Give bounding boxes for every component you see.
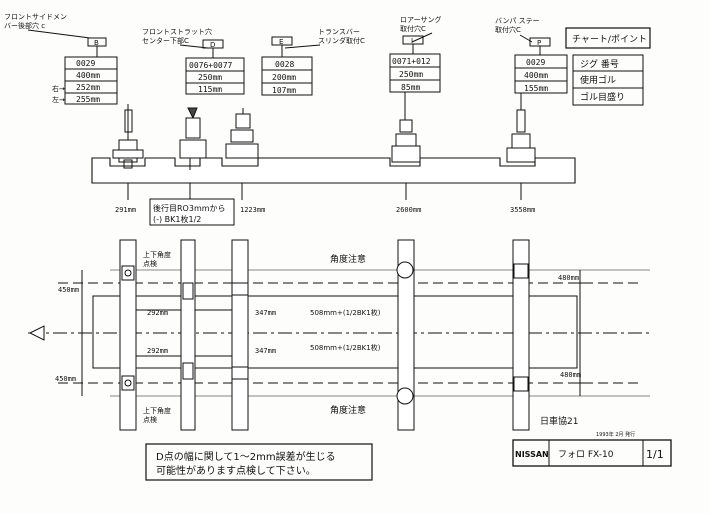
mid-top-dim: 347mm (255, 309, 276, 317)
right-bottom-dim: 480mm (560, 371, 581, 379)
angle-note-top: 角度注意 (330, 253, 366, 265)
updown-top-1: 上下角度 (143, 250, 171, 259)
point-d-tol: 0076+0077 (189, 61, 233, 70)
point-p-v2: 155mm (524, 84, 548, 93)
legend-title: チャート/ポイント (572, 34, 647, 45)
leader-b (27, 29, 91, 39)
jig-post-b (112, 104, 144, 200)
side-right: 右→ (52, 84, 65, 93)
right-dimension: 480mm 480mm (558, 270, 585, 396)
jig-post-p (506, 93, 536, 200)
jig-post-e (225, 108, 259, 200)
left-bottom-dim: 450mm (55, 375, 76, 383)
point-b-tol: 0029 (76, 59, 95, 68)
label-b-line2: バー後部穴 c (4, 21, 45, 30)
point-p-v1: 400mm (524, 71, 548, 80)
point-b-table: B 0029 400mm 252mm 255mm (64, 37, 118, 105)
title-block: 1993年 2月 発行 NISSAN フォロ FX-10 1/1 (512, 431, 672, 467)
distance-4: 3558mm (510, 206, 535, 214)
point-p-letter: P (537, 39, 541, 47)
point-b-v1: 400mm (76, 71, 100, 80)
title-small: 1993年 2月 発行 (596, 431, 635, 438)
footer-note: D点の幅に関して1～2mm誤差が生じる 可能性があります点検して下さい。 (145, 443, 373, 481)
mid-bottom-dim: 347mm (255, 347, 276, 355)
leader-e (284, 44, 321, 49)
point-p-table: P 0029 400mm 155mm (514, 37, 568, 94)
plan-post-2 (180, 239, 196, 431)
left-top-dim: 450mm (58, 286, 79, 294)
point-e-v1: 200mm (272, 73, 296, 82)
page-number: 1/1 (646, 448, 664, 461)
label-d-line1: フロントストラット穴 (142, 27, 212, 36)
point-p-tol: 0029 (526, 58, 545, 67)
point-d-table: D 0076+0077 250mm 115mm (185, 39, 245, 95)
distance-2: 1223mm (240, 206, 265, 214)
legend-box: チャート/ポイント ジグ 番号 使用ゴル ゴル目盛り (565, 27, 651, 106)
label-i-line1: ロアーサング (400, 15, 441, 24)
plan-post-3 (231, 239, 249, 431)
label-b-line1: フロントサイドメン (4, 13, 67, 21)
plan-post-4 (396, 239, 415, 431)
updown-bottom-2: 点検 (143, 415, 157, 424)
width-bottom-dim: 508mm+(1/2BK1枚) (310, 343, 381, 352)
side-left: 左→ (52, 95, 65, 104)
legend-item-scale: ゴル目盛り (580, 91, 625, 103)
point-e-v2: 107mm (272, 86, 296, 95)
note-line2: (-) BK1枚1/2 (153, 214, 201, 224)
left-dimension: 450mm 450mm (55, 270, 83, 396)
point-e-tol: 0028 (275, 60, 294, 69)
point-i-v2: 85mm (401, 83, 420, 92)
footer-note-line1: D点の幅に関して1～2mm誤差が生じる (156, 450, 336, 463)
point-i-v1: 250mm (399, 70, 423, 79)
distance-1: 291mm (115, 206, 136, 214)
point-d-letter: D (210, 41, 215, 49)
updown-top-2: 点検 (143, 259, 157, 268)
point-b-letter: B (94, 39, 99, 47)
label-d-line2: センター下部C (142, 36, 189, 45)
point-i-tol: 0071+012 (392, 57, 431, 66)
label-p-line2: 取付穴C (495, 25, 521, 34)
label-e-line1: トランスバー (318, 28, 360, 36)
point-i-letter: I (411, 37, 413, 45)
leader-i (411, 32, 433, 43)
width-top-dim: 508mm+(1/2BK1枚) (310, 308, 381, 317)
jig-post-i (391, 92, 421, 200)
doc-number: 日車協21 (540, 415, 578, 427)
legend-item-gauge: 使用ゴル (580, 74, 616, 86)
jig-post-d (179, 107, 207, 200)
updown-bottom-1: 上下角度 (143, 406, 171, 415)
point-e-letter: E (279, 38, 283, 46)
inner-bottom-dim: 292mm (147, 347, 168, 355)
model-name: フォロ FX-10 (558, 450, 614, 460)
point-i-table: I 0071+012 250mm 85mm (389, 35, 441, 93)
angle-note-bottom: 角度注意 (330, 404, 366, 416)
point-b-v2: 252mm (76, 83, 100, 92)
inner-top-dim: 292mm (147, 309, 168, 317)
label-e-line2: スリンダ取付C (318, 36, 365, 45)
point-b-v3: 255mm (76, 95, 100, 104)
point-d-v1: 250mm (198, 73, 222, 82)
note-box: 後行目RO3mmから (-) BK1枚1/2 (149, 198, 235, 226)
plan-post-1 (119, 239, 137, 431)
label-i-line2: 取付穴C (400, 24, 426, 33)
legend-item-jig: ジグ 番号 (580, 58, 619, 70)
side-rail (91, 157, 576, 184)
point-e-table: E 0028 200mm 107mm (261, 36, 313, 96)
brand-name: NISSAN (515, 450, 549, 459)
label-p-line1: バンパ ステー (495, 17, 540, 25)
distance-3: 2600mm (396, 206, 421, 214)
note-line1: 後行目RO3mmから (153, 203, 226, 213)
point-d-v2: 115mm (198, 85, 222, 94)
right-top-dim: 480mm (558, 274, 579, 282)
footer-note-line2: 可能性があります点検して下さい。 (156, 464, 316, 477)
plan-post-5 (512, 239, 530, 431)
